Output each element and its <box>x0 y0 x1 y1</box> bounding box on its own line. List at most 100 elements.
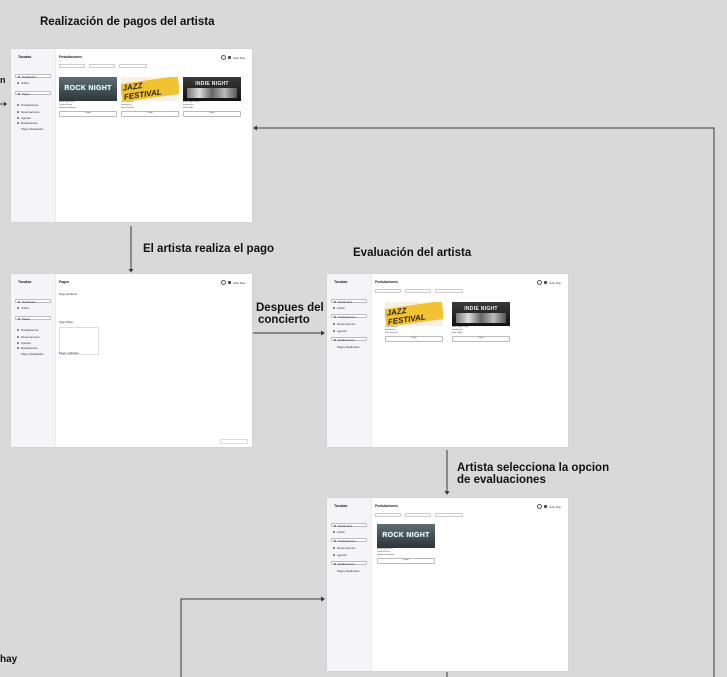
user-toolbar: John Doe <box>221 280 245 285</box>
card-line-3: Indie Night <box>452 332 463 334</box>
evaluate-button[interactable]: Pagar <box>385 336 443 342</box>
sidebar: Tocatas Dashboard Artists Pagos Postulac… <box>11 49 56 222</box>
evaluate-button[interactable]: Pagar <box>452 336 510 342</box>
sidebar-item-payments[interactable]: Pagos <box>15 316 51 321</box>
step-label-evaluation: Evaluación del artista <box>353 247 472 259</box>
card-line-3: Jazz Festival <box>385 332 398 334</box>
app-logo: Tocatas <box>18 280 32 284</box>
sidebar-item-evaluations[interactable]: Evaluaciones <box>331 561 367 566</box>
sidebar-item-evaluations[interactable]: Evaluaciones <box>15 346 51 350</box>
poster-text: INDIE NIGHT <box>464 305 498 312</box>
arrowhead-return <box>253 125 257 131</box>
sidebar-item-reservations[interactable]: Reservaciones <box>15 110 51 114</box>
sidebar-item-agenda[interactable]: Agenda <box>15 116 51 120</box>
sidebar-item-payments-done[interactable]: Pagos Realizados <box>21 127 44 131</box>
sidebar-item-payments-done[interactable]: Pagos Realizados <box>21 352 44 356</box>
pay-button[interactable]: Pagar <box>59 111 117 117</box>
bell-icon[interactable] <box>221 55 227 60</box>
connector-bottom <box>180 598 322 677</box>
poster-photo <box>456 312 506 323</box>
sidebar-item-payments[interactable]: Pagos <box>15 91 51 96</box>
card-line-1: Rock Night Fest <box>377 548 393 550</box>
card-indie[interactable]: INDIE NIGHT Indie Night Party Estado fij… <box>183 77 241 117</box>
sidebar-item-artists[interactable]: Artists <box>15 81 51 85</box>
page-title: Postulaciones <box>59 55 82 59</box>
filter-field-2[interactable] <box>89 64 115 68</box>
sidebar-item-artists[interactable]: Artists <box>15 306 51 310</box>
sidebar-item-reservations[interactable]: Reservaciones <box>331 322 367 326</box>
poster-image: JAZZ FESTIVAL <box>121 77 179 101</box>
card-jazz[interactable]: JAZZ FESTIVAL Jazz Festival Estado fijo … <box>121 77 179 117</box>
sidebar-item-evaluations[interactable]: Evaluaciones <box>331 337 367 342</box>
pay-button[interactable]: Pagar <box>121 111 179 117</box>
diagram-title: Realización de pagos del artista <box>40 16 215 28</box>
card-indie[interactable]: INDIE NIGHT Indie Night Party Estado fij… <box>452 302 510 342</box>
filter-field-1[interactable] <box>375 513 401 517</box>
screen-payments-postulations: Tocatas Dashboard Artists Pagos Postulac… <box>11 49 252 222</box>
card-line-2: Estado fijo <box>121 104 132 106</box>
select-option-line2: de evaluaciones <box>457 474 546 487</box>
payment-method-label: Pago Metas <box>59 321 73 324</box>
card-jazz[interactable]: JAZZ FESTIVAL Jazz Festival Estado fijo … <box>385 302 443 342</box>
bell-icon[interactable] <box>221 280 227 285</box>
sidebar-item-payments-done[interactable]: Pagos Realizados <box>337 569 360 573</box>
arrowhead-after-concert <box>321 330 325 336</box>
sidebar-item-postulations[interactable]: Postulaciones <box>331 314 367 319</box>
sidebar-item-agenda[interactable]: Agenda <box>331 553 367 557</box>
filter-field-2[interactable] <box>405 513 431 517</box>
bell-icon[interactable] <box>537 504 543 509</box>
poster-photo <box>187 87 237 98</box>
poster-image: JAZZ FESTIVAL <box>385 302 443 326</box>
sidebar-item-dashboard[interactable]: Dashboard <box>331 299 367 304</box>
sidebar-item-artists[interactable]: Artists <box>331 530 367 534</box>
payment-methods-list[interactable] <box>59 327 99 355</box>
sidebar-item-reservations[interactable]: Reservaciones <box>331 546 367 550</box>
sidebar-item-dashboard[interactable]: Dashboard <box>331 523 367 528</box>
sidebar-item-artists[interactable]: Artists <box>331 306 367 310</box>
poster-image: INDIE NIGHT <box>452 302 510 326</box>
card-line-1: Rock Night Fest <box>59 101 75 103</box>
user-toolbar: John Doe <box>221 55 245 60</box>
sidebar: Tocatas Dashboard Artists Pagos Postulac… <box>11 274 56 447</box>
bell-icon[interactable] <box>537 280 543 285</box>
sidebar-item-postulations[interactable]: Postulaciones <box>15 103 51 107</box>
sidebar-item-evaluations[interactable]: Evaluaciones <box>15 121 51 125</box>
pay-button[interactable]: Pagar <box>183 111 241 117</box>
user-name: John Doe <box>233 55 245 60</box>
card-line-2: Estado fijo <box>452 329 463 331</box>
sidebar-item-postulations[interactable]: Postulaciones <box>15 328 51 332</box>
sidebar-item-dashboard[interactable]: Dashboard <box>15 299 51 304</box>
filter-field-3[interactable] <box>119 64 147 68</box>
sidebar-item-dashboard[interactable]: Dashboard <box>15 74 51 79</box>
card-rock[interactable]: ROCK NIGHT Rock Night Fest Tocata Fiesta… <box>377 524 435 564</box>
step-label-after-concert: Despues del concierto <box>256 302 324 326</box>
filter-field-2[interactable] <box>405 289 431 293</box>
arrowhead-bottom <box>321 596 325 602</box>
filter-field-3[interactable] <box>435 289 463 293</box>
user-toolbar: John Doe <box>537 280 561 285</box>
arrowhead-left-top <box>4 101 7 107</box>
app-logo: Tocatas <box>334 504 348 508</box>
filter-field-3[interactable] <box>435 513 463 517</box>
filter-field-1[interactable] <box>375 289 401 293</box>
sidebar-item-reservations[interactable]: Reservaciones <box>15 335 51 339</box>
card-line-3: Indie Night <box>183 107 194 109</box>
corner-button[interactable] <box>220 438 248 444</box>
poster-image: ROCK NIGHT <box>59 77 117 101</box>
sidebar-item-agenda[interactable]: Agenda <box>15 341 51 345</box>
evaluate-button[interactable]: Pagar <box>377 558 435 564</box>
edge-label-bottom-left: hay <box>0 654 18 665</box>
user-name: John Doe <box>549 504 561 509</box>
sidebar-item-agenda[interactable]: Agenda <box>331 329 367 333</box>
card-line-1: Indie Night Party <box>452 326 469 328</box>
avatar[interactable] <box>228 56 232 59</box>
avatar[interactable] <box>228 281 232 284</box>
sidebar-item-postulations[interactable]: Postulaciones <box>331 538 367 543</box>
card-rock[interactable]: ROCK NIGHT Rock Night Fest Tocata Fiesta… <box>59 77 117 117</box>
poster-text: JAZZ FESTIVAL <box>121 77 179 101</box>
avatar[interactable] <box>544 505 548 508</box>
avatar[interactable] <box>544 281 548 284</box>
sidebar-item-payments-done[interactable]: Pagos Realizados <box>337 345 360 349</box>
filter-field-1[interactable] <box>59 64 85 68</box>
